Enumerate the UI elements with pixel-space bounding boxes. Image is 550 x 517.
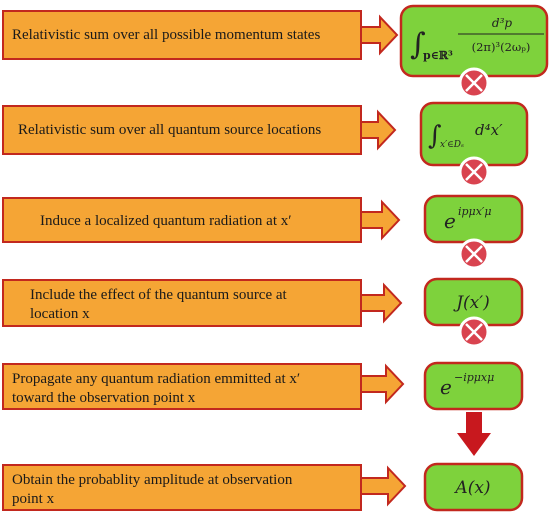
step-6-formula: A(x) bbox=[453, 478, 490, 498]
step-4-label-line-1: Include the effect of the quantum source… bbox=[30, 287, 288, 303]
step-3-exponent: ipμx′μ bbox=[458, 205, 492, 218]
step-3-label-line-1: Induce a localized quantum radiation at … bbox=[40, 213, 292, 229]
step-6: Obtain the probablity amplitude at obser… bbox=[2, 462, 524, 512]
step-2-label-box bbox=[2, 105, 362, 155]
step-5-label-box bbox=[2, 363, 362, 410]
step-1-label-box bbox=[2, 10, 362, 60]
step-4-label-box bbox=[2, 279, 362, 327]
step-4: Include the effect of the quantum source… bbox=[2, 277, 524, 348]
step-2-label-line-1: Relativistic sum over all quantum source… bbox=[18, 122, 321, 138]
step-1: Relativistic sum over all possible momen… bbox=[2, 4, 549, 99]
step-6-label-line-2: point x bbox=[12, 491, 55, 507]
step-3-formula-box bbox=[423, 194, 524, 244]
step-6-right-arrow-icon bbox=[360, 465, 407, 507]
step-1-numerator: d³p bbox=[492, 16, 512, 30]
step-1-integral-subscript: p∈ℝ³ bbox=[423, 49, 453, 62]
step-5: Propagate any quantum radiation emmitted… bbox=[2, 361, 524, 456]
step-2-integral-subscript: x′∈Dₛ bbox=[440, 140, 464, 150]
down-arrow-icon bbox=[457, 412, 491, 456]
step-1-right-arrow-icon bbox=[360, 14, 399, 56]
step-1-label-line-1: Relativistic sum over all possible momen… bbox=[12, 27, 320, 43]
step-6-label-line-1: Obtain the probablity amplitude at obser… bbox=[12, 472, 293, 488]
step-1-integral-sign: ∫ bbox=[410, 27, 426, 62]
step-1-x-circle-icon bbox=[458, 67, 490, 99]
step-3-right-arrow-icon bbox=[360, 199, 401, 241]
step-2-integral-sign: ∫ bbox=[428, 121, 442, 151]
step-6-formula-box bbox=[423, 462, 524, 512]
step-3-x-circle-icon bbox=[458, 238, 490, 270]
step-4-label-line-2: location x bbox=[30, 306, 90, 322]
step-2-integral-body: d⁴x′ bbox=[475, 121, 503, 139]
step-4-formula: J(x′) bbox=[453, 293, 490, 313]
step-4-x-circle-icon bbox=[458, 316, 490, 348]
step-5-label-line-1: Propagate any quantum radiation emmitted… bbox=[12, 371, 300, 387]
step-2-right-arrow-icon bbox=[360, 109, 397, 151]
step-2: Relativistic sum over all quantum source… bbox=[2, 101, 529, 188]
step-5-base: e bbox=[440, 375, 452, 399]
step-4-right-arrow-icon bbox=[360, 282, 403, 324]
step-3: Induce a localized quantum radiation at … bbox=[2, 194, 524, 270]
step-5-label-line-2: toward the observation point x bbox=[12, 390, 196, 406]
step-6-label-box bbox=[2, 464, 362, 511]
step-3-base: e bbox=[444, 209, 456, 233]
step-2-x-circle-icon bbox=[458, 156, 490, 188]
step-5-right-arrow-icon bbox=[360, 363, 405, 405]
step-1-denominator: (2π)³(2ωₚ) bbox=[472, 40, 531, 54]
step-5-exponent: −ipμxμ bbox=[454, 371, 494, 384]
step-5-formula-box bbox=[423, 361, 524, 411]
